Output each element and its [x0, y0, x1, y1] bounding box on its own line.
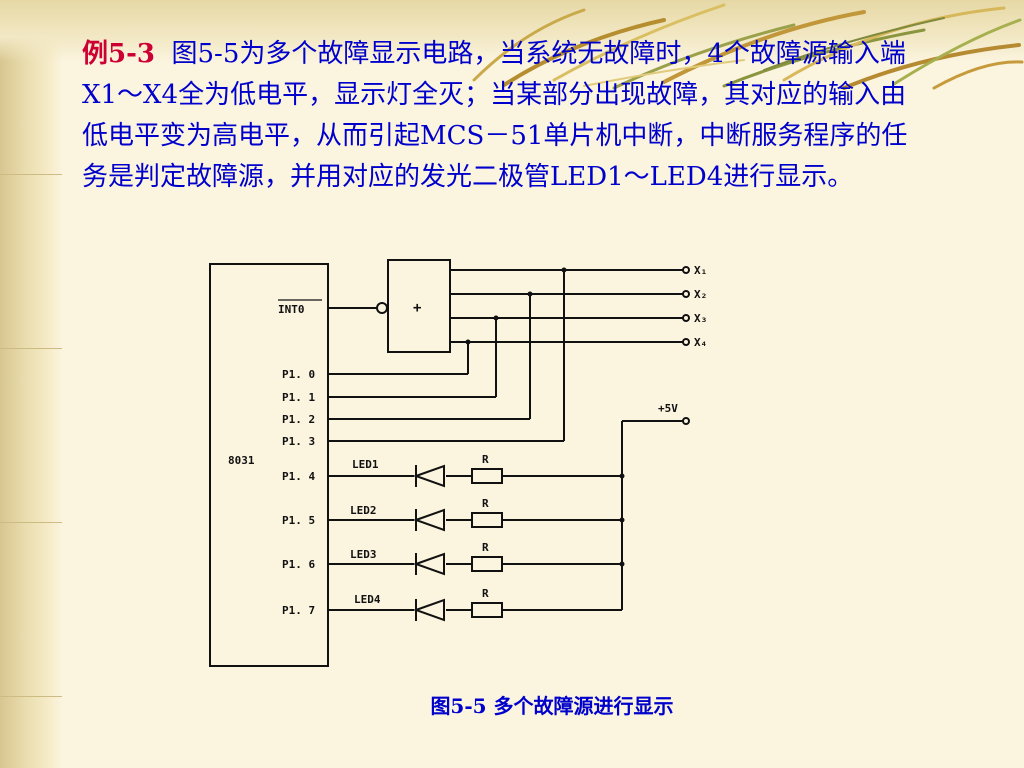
or-gate: [387, 259, 451, 353]
top-decorative-band: [0, 0, 1024, 62]
input-x1: X₁: [694, 264, 707, 277]
terminal-x4: [682, 338, 690, 346]
pin-p1-7: P1. 7: [282, 604, 315, 617]
diode-1: [413, 464, 445, 488]
resistor-4: [471, 602, 503, 618]
resistor-3-label: R: [482, 541, 489, 554]
grass-decoration: [472, 3, 1024, 90]
pin-p1-6: P1. 6: [282, 558, 315, 571]
resistor-3: [471, 556, 503, 572]
pin-p1-0: P1. 0: [282, 368, 315, 381]
pin-p1-2: P1. 2: [282, 413, 315, 426]
led3-label: LED3: [350, 548, 377, 561]
input-x4: X₄: [694, 336, 707, 349]
int0-label: INT0: [278, 303, 305, 316]
description-text: 图5-5为多个故障显示电路，当系统无故障时，4个故障源输入端X1～X4全为低电平…: [82, 39, 908, 192]
diode-2: [413, 508, 445, 532]
chip-label: 8031: [228, 454, 255, 467]
pin-p1-4: P1. 4: [282, 470, 315, 483]
supply-label: +5V: [658, 402, 678, 415]
led1-label: LED1: [352, 458, 379, 471]
input-x3: X₃: [694, 312, 707, 325]
pin-p1-3: P1. 3: [282, 435, 315, 448]
gate-symbol: +: [413, 300, 421, 316]
fault-display-circuit: INT0 + 8031 P1. 0 P1. 1 P1. 2 P1. 3 P1. …: [209, 259, 707, 667]
diode-3: [413, 552, 445, 576]
diode-4: [413, 598, 445, 622]
inverter-bubble: [376, 302, 388, 314]
input-x2: X₂: [694, 288, 707, 301]
resistor-2: [471, 512, 503, 528]
terminal-x1: [682, 266, 690, 274]
pin-p1-5: P1. 5: [282, 514, 315, 527]
chip-8031: [209, 263, 329, 667]
left-decorative-band: [0, 0, 62, 768]
figure-caption: 图5-5 多个故障源进行显示: [430, 694, 674, 718]
led4-label: LED4: [354, 593, 381, 606]
terminal-x2: [682, 290, 690, 298]
resistor-2-label: R: [482, 497, 489, 510]
resistor-4-label: R: [482, 587, 489, 600]
led2-label: LED2: [350, 504, 377, 517]
pin-p1-1: P1. 1: [282, 391, 315, 404]
terminal-x3: [682, 314, 690, 322]
terminal-5v: [682, 417, 690, 425]
slide-description: 例5-3 图5-5为多个故障显示电路，当系统无故障时，4个故障源输入端X1～X4…: [82, 34, 922, 198]
resistor-1: [471, 468, 503, 484]
example-label: 例5-3: [82, 39, 155, 69]
resistor-1-label: R: [482, 453, 489, 466]
